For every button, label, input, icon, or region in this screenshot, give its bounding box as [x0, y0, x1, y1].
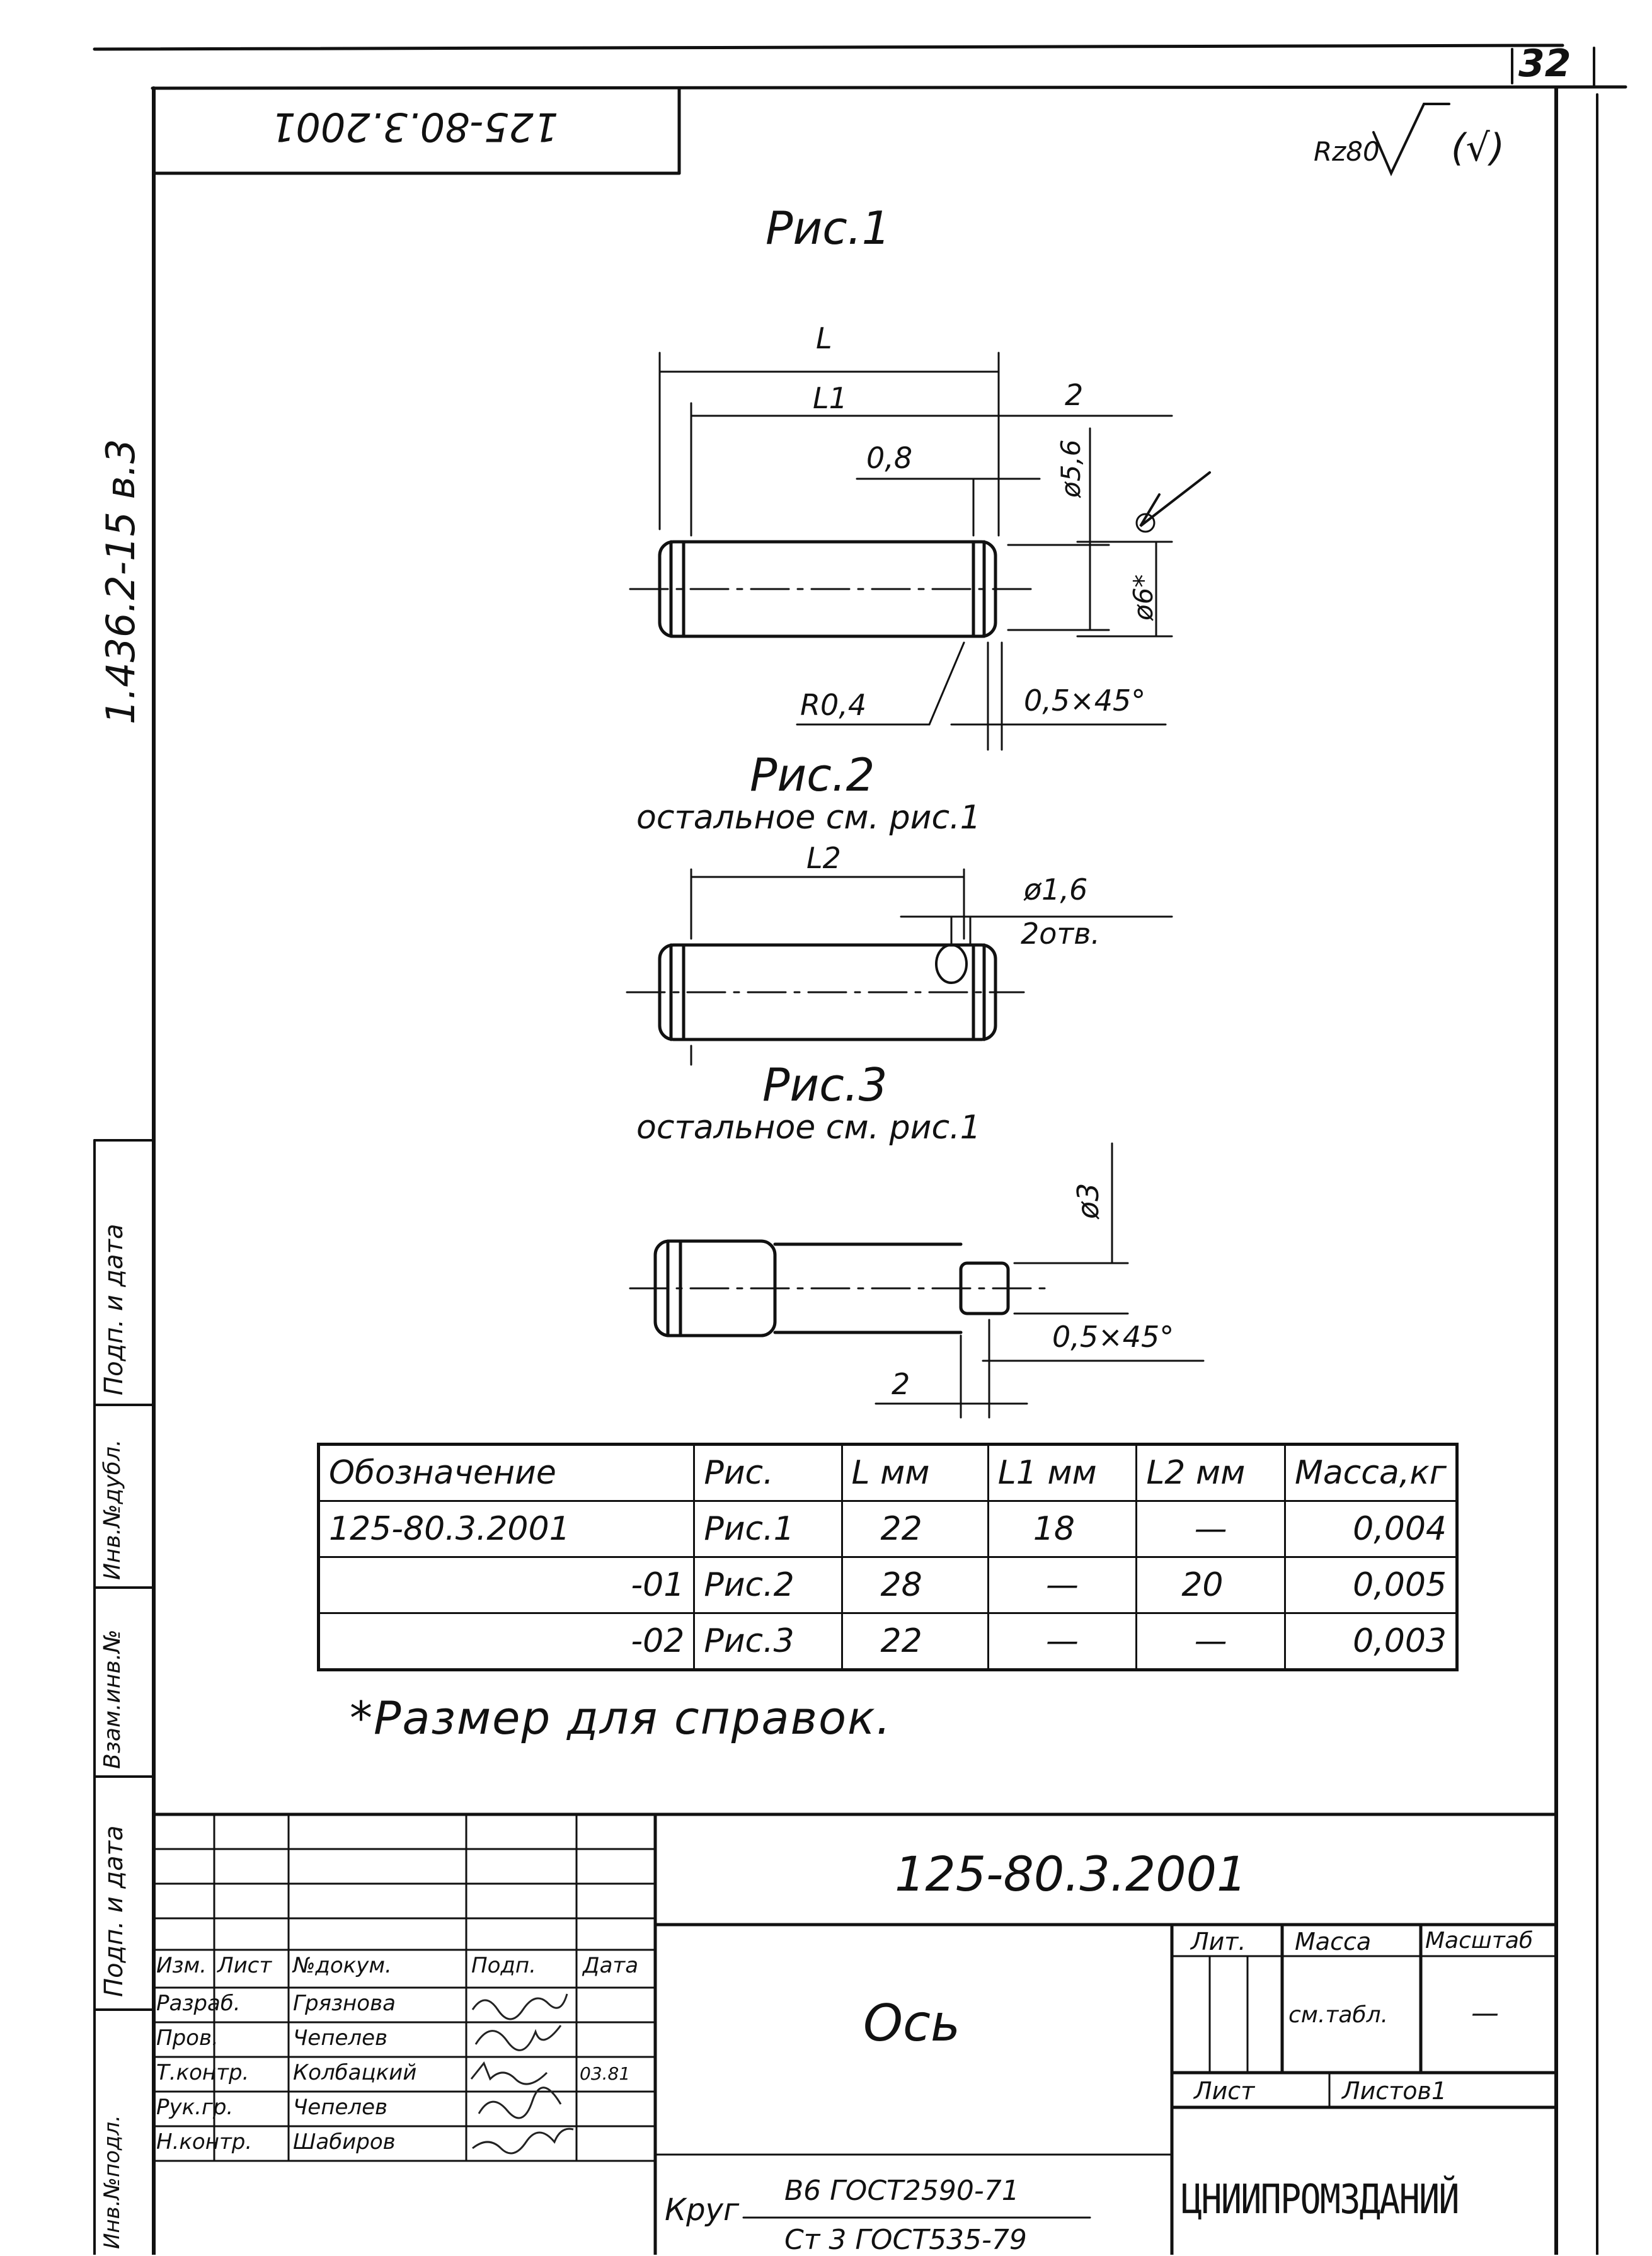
spec-cell: 18 — [987, 1500, 1138, 1558]
fig2-dim-l2: L2 — [806, 841, 841, 875]
spec-cell: 0,004 — [1283, 1500, 1459, 1558]
fig1-dim-l: L — [816, 321, 832, 355]
signature-mark — [478, 2087, 562, 2119]
tb-role: Разраб. — [156, 1991, 241, 2016]
spec-table-header: Обозначение Рис. L мм L1 мм L2 мм Масса,… — [317, 1443, 1459, 1502]
fig1-dim-2: 2 — [1065, 378, 1084, 412]
tb-organization: ЦНИИПРОМЗДАНИЙ — [1181, 2177, 1460, 2223]
tb-scale-value: — — [1471, 1997, 1499, 2029]
fig2-dim-hole-dia: ø1,6 — [1024, 873, 1088, 907]
signature-mark — [470, 2061, 548, 2085]
tb-material-line1: В6 ГОСТ2590-71 — [784, 2175, 1019, 2207]
spec-cell: Рис.2 — [693, 1556, 843, 1614]
tb-person: Колбацкий — [293, 2060, 417, 2085]
spec-cell: — — [1135, 1612, 1286, 1671]
spec-cell: 0,005 — [1283, 1556, 1459, 1614]
tb-person: Чепелев — [293, 2095, 388, 2120]
tb-sheets-label: Листов1 — [1342, 2077, 1447, 2105]
roughness-mark: Rz80 (√) — [1314, 126, 1505, 170]
spec-header-cell: Масса,кг — [1283, 1443, 1459, 1502]
fig3-note: остальное см. рис.1 — [636, 1109, 981, 1147]
tb-role: Т.контр. — [156, 2060, 250, 2085]
spec-header-cell: L1 мм — [987, 1443, 1138, 1502]
fig2-dim-hole-count: 2отв. — [1021, 917, 1100, 951]
table-row: -01 Рис.2 28 — 20 0,005 — [317, 1556, 1459, 1614]
spec-cell: -02 — [317, 1612, 696, 1671]
roughness-symbol: Rz80 — [1314, 136, 1380, 167]
spec-cell: -01 — [317, 1556, 696, 1614]
fig3-dim-chamfer: 0,5×45° — [1052, 1320, 1174, 1354]
tb-role: Рук.гр. — [156, 2095, 234, 2120]
signature-mark — [474, 2025, 562, 2051]
fig2-title: Рис.2 — [750, 748, 875, 801]
signature-mark — [472, 2127, 574, 2155]
tb-mass-label: Масса — [1295, 1928, 1372, 1955]
fig1-dim-chamfer: 0,5×45° — [1024, 684, 1146, 718]
spec-cell: 0,003 — [1283, 1612, 1459, 1671]
signature-mark — [471, 1993, 568, 2020]
spec-cell: Рис.3 — [693, 1612, 843, 1671]
spec-cell: Рис.1 — [693, 1500, 843, 1558]
tb-header-label: №докум. — [293, 1953, 392, 1978]
tb-header-label: Дата — [583, 1953, 639, 1978]
tb-sheet-label: Лист — [1194, 2077, 1255, 2105]
spec-cell: 125-80.3.2001 — [317, 1500, 696, 1558]
tb-person: Шабиров — [293, 2129, 396, 2155]
tb-role: Пров. — [156, 2025, 219, 2051]
tb-header-label: Лист — [217, 1953, 272, 1978]
fig1-dim-l1: L1 — [813, 381, 847, 415]
table-row: 125-80.3.2001 Рис.1 22 18 — 0,004 — [317, 1500, 1459, 1558]
tb-mass-value: см.табл. — [1288, 2002, 1389, 2028]
tb-header-label: Изм. — [156, 1953, 207, 1978]
sheet-number: 32 — [1518, 42, 1571, 86]
spec-cell: 28 — [840, 1556, 989, 1614]
fig2-note: остальное см. рис.1 — [636, 799, 981, 837]
spec-table: Обозначение Рис. L мм L1 мм L2 мм Масса,… — [317, 1443, 1459, 1671]
spec-header-cell: L2 мм — [1135, 1443, 1286, 1502]
spec-cell: 22 — [840, 1612, 989, 1671]
spec-cell: — — [987, 1556, 1138, 1614]
spec-header-cell: Рис. — [693, 1443, 843, 1502]
spec-cell: — — [1135, 1500, 1286, 1558]
tb-person: Чепелев — [293, 2025, 388, 2051]
fig3-dim-len: 2 — [892, 1367, 910, 1401]
fig1-dim-groove: 0,8 — [866, 441, 913, 475]
spec-header-cell: L мм — [840, 1443, 989, 1502]
spec-cell: 22 — [840, 1500, 989, 1558]
tb-material-label: Круг — [665, 2192, 740, 2228]
tb-role: Н.контр. — [156, 2129, 253, 2155]
fig1-title: Рис.1 — [766, 202, 891, 255]
fig1-dim-radius: R0,4 — [800, 688, 867, 722]
tb-material-line2: Ст 3 ГОСТ535-79 — [784, 2224, 1027, 2256]
fig3-title: Рис.3 — [762, 1058, 888, 1111]
tb-person: Грязнова — [293, 1991, 396, 2016]
spec-header-cell: Обозначение — [317, 1443, 696, 1502]
tb-header-label: Подп. — [471, 1953, 536, 1978]
roughness-suffix: (√) — [1451, 126, 1505, 170]
spec-cell: — — [987, 1612, 1138, 1671]
table-row: -02 Рис.3 22 — — 0,003 — [317, 1612, 1459, 1671]
spec-cell: 20 — [1135, 1556, 1286, 1614]
title-block-designation: 125-80.3.2001 — [895, 1846, 1248, 1902]
tb-date: 03.81 — [580, 2063, 631, 2084]
footnote: *Размер для справок. — [350, 1692, 892, 1744]
tb-scale-label: Масштаб — [1425, 1928, 1534, 1954]
title-block-name: Ось — [863, 1994, 961, 2053]
tb-lit-label: Лит. — [1191, 1928, 1246, 1955]
